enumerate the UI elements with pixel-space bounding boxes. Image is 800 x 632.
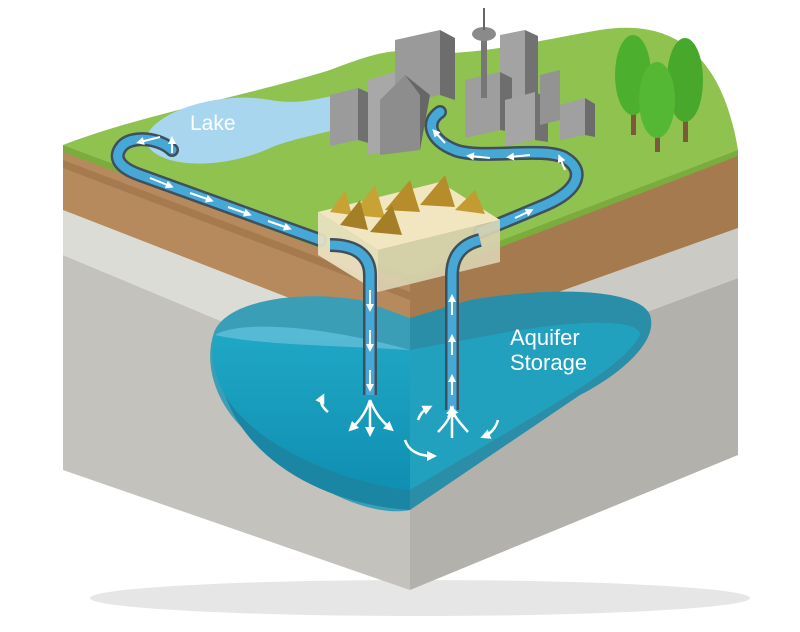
building-icon bbox=[525, 30, 538, 112]
aquifer-water-right bbox=[410, 322, 640, 490]
surface-flow-arrows bbox=[136, 129, 566, 231]
factory-top bbox=[318, 182, 500, 250]
flow-arrow-icon bbox=[416, 405, 433, 421]
well-flow-arrows bbox=[366, 290, 456, 395]
factory-icon bbox=[370, 205, 402, 235]
rock-layer-left bbox=[63, 255, 410, 590]
ground-shadow bbox=[90, 580, 750, 616]
flow-arrow-icon bbox=[189, 192, 214, 203]
injection-well-water bbox=[329, 240, 375, 395]
aquifer-label-line2: Storage bbox=[510, 350, 587, 375]
city bbox=[330, 8, 595, 155]
building-icon bbox=[585, 98, 595, 137]
flow-arrow-icon bbox=[557, 154, 566, 171]
flow-arrow-icon bbox=[315, 393, 329, 413]
flow-arrow-icon bbox=[432, 129, 446, 144]
factory-icon bbox=[385, 180, 420, 212]
tree-icon bbox=[667, 38, 703, 122]
building-icon bbox=[405, 75, 430, 150]
rock-layer-right bbox=[410, 278, 738, 590]
trees bbox=[615, 35, 703, 152]
building-icon bbox=[560, 98, 585, 140]
factory-icon bbox=[455, 190, 485, 214]
surface-pipe-lake-water bbox=[113, 134, 325, 245]
wells bbox=[329, 233, 483, 410]
soil-layer-right bbox=[410, 150, 738, 345]
building-icon bbox=[540, 70, 560, 125]
aquifer-cavity bbox=[210, 291, 652, 512]
building-icon bbox=[380, 75, 420, 155]
tower-icon bbox=[481, 28, 487, 98]
flow-arrow-icon bbox=[227, 206, 252, 217]
flow-arrow-icon bbox=[480, 419, 500, 439]
aquifer-floor bbox=[225, 395, 410, 510]
building-icon bbox=[505, 92, 535, 146]
tree-icon bbox=[631, 95, 636, 135]
tower-icon bbox=[472, 27, 496, 41]
factory-icon bbox=[420, 175, 455, 207]
flow-arrow-icon bbox=[403, 439, 437, 461]
lake-label: Lake bbox=[190, 112, 236, 135]
left-face-layers bbox=[63, 145, 410, 590]
flow-arrow-icon bbox=[348, 399, 372, 432]
factory-icon bbox=[330, 190, 352, 215]
flow-arrow-icon bbox=[368, 399, 394, 432]
building-icon bbox=[465, 72, 500, 138]
factory-icon bbox=[340, 200, 368, 230]
recovery-well-water bbox=[447, 235, 482, 410]
flow-arrow-icon bbox=[506, 152, 531, 161]
aquifer-flow-arrows bbox=[315, 393, 500, 461]
aquifer-label-line1: Aquifer bbox=[510, 325, 580, 350]
flow-arrow-icon bbox=[136, 136, 161, 145]
tree-icon bbox=[639, 62, 675, 138]
soil-band-left bbox=[63, 160, 410, 300]
flow-arrow-icon bbox=[514, 209, 534, 219]
flow-arrow-icon bbox=[466, 152, 491, 161]
aquifer-surface-light bbox=[215, 326, 410, 350]
building-icon bbox=[440, 30, 455, 100]
tower-icon bbox=[483, 8, 485, 30]
flow-arrow-icon bbox=[149, 177, 174, 189]
flow-arrow-icon bbox=[267, 220, 292, 231]
building-icon bbox=[330, 88, 358, 146]
